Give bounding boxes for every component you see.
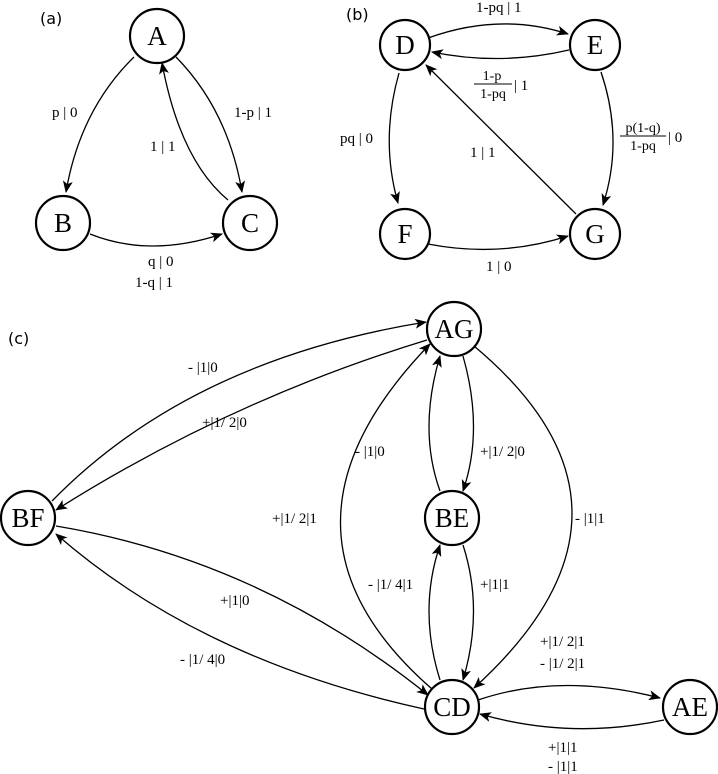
edge-bf-to-cd [55,525,429,696]
edge-cd-to-ag [339,343,433,690]
edge-a-to-c [175,56,246,193]
edge-label-ag-be: +|1/ 2|0 [480,444,525,460]
panel-label-a: (a) [40,9,62,28]
edge-bf-to-ag [51,318,427,502]
edge-b-to-c [89,232,223,247]
edge-cd-to-ae [477,684,661,701]
edge-ag-to-bf [55,339,428,511]
edge-c-to-a [159,62,229,201]
edge-label-e-g-tail: | 0 [668,130,682,146]
edge-ae-to-cd [479,712,665,730]
edge-label-bf-ag: - |1|0 [188,360,218,376]
edge-label-ae-cd-2: - |1|1 [548,759,578,774]
node-bf-label: BF [11,503,44,533]
node-be: BE [423,489,481,547]
edge-f-to-g [427,234,569,251]
node-e: E [568,18,622,72]
edge-label-cd-ae-2: - |1/ 2|1 [540,656,585,672]
node-b: B [34,194,92,252]
edge-label-e-d-numerator: 1-p [483,69,502,84]
edge-cd-to-be [428,544,442,681]
panel-label-c: (c) [8,329,29,348]
node-a-label: A [147,21,167,51]
edge-a-to-b [62,56,135,193]
node-c-label: C [241,208,259,238]
edge-label-d-e: 1-pq | 1 [476,0,522,16]
node-a: A [128,7,186,65]
edge-ag-to-be [461,355,475,492]
edge-label-e-g-denominator: 1-pq [630,139,656,154]
edge-label-ag-cd: - |1|1 [575,511,605,527]
edge-label-e-g-numerator: p(1-q) [626,121,661,136]
node-e-label: E [587,30,604,60]
edge-label-cd-bf: - |1/ 4|0 [180,652,225,668]
edge-label-b-c-2: 1-q | 1 [135,275,173,291]
edge-label-ae-cd-1: +|1|1 [548,740,577,756]
edge-ag-to-cd [473,345,573,689]
edge-e-to-d [431,49,570,60]
edge-be-to-cd [461,544,475,681]
edge-label-c-a: 1 | 1 [150,139,176,155]
node-cd-label: CD [433,692,471,722]
edge-label-e-d-denominator: 1-pq [480,87,506,102]
edge-g-to-d [425,64,577,215]
edge-e-to-g [600,71,614,206]
edge-label-d-f: pq | 0 [340,131,373,147]
edge-cd-to-bf [55,533,425,710]
edge-label-f-g: 1 | 0 [486,259,512,275]
node-cd: CD [423,678,481,736]
edge-label-cd-ae-1: +|1/ 2|1 [540,634,585,650]
edge-label-ag-bf: +|1/ 2|0 [202,415,247,431]
node-g: G [568,207,622,261]
edge-label-g-d: 1 | 1 [470,145,496,161]
node-d: D [378,18,432,72]
node-be-label: BE [435,503,470,533]
node-bf: BF [0,489,57,547]
panel-label-b: (b) [346,5,369,24]
node-ag-label: AG [435,314,474,344]
edge-label-e-d: 1-p 1-pq | 1 [474,69,528,102]
edge-label-a-b: p | 0 [52,105,78,121]
node-ae: AE [661,678,718,736]
edge-be-to-ag [428,355,442,492]
node-g-label: G [585,219,605,249]
edge-label-a-c: 1-p | 1 [234,105,272,121]
edge-label-be-cd: +|1|1 [480,577,509,593]
node-c: C [221,194,279,252]
node-d-label: D [395,30,415,60]
node-ag: AG [425,300,483,358]
edge-label-cd-ag: +|1/ 2|1 [272,511,317,527]
edge-label-cd-be: - |1/ 4|1 [368,577,413,593]
edge-label-be-ag: - |1|0 [355,444,385,460]
edge-d-to-f [388,72,400,204]
node-ae-label: AE [672,692,708,722]
node-f-label: F [397,219,412,249]
edge-label-b-c-1: q | 0 [148,254,174,270]
node-f: F [378,207,432,261]
edge-d-to-e [427,23,569,39]
edge-label-bf-cd: +|1|0 [220,593,249,609]
edge-label-e-g: p(1-q) 1-pq | 0 [620,121,682,154]
edge-label-e-d-tail: | 1 [514,78,528,94]
node-b-label: B [54,208,72,238]
